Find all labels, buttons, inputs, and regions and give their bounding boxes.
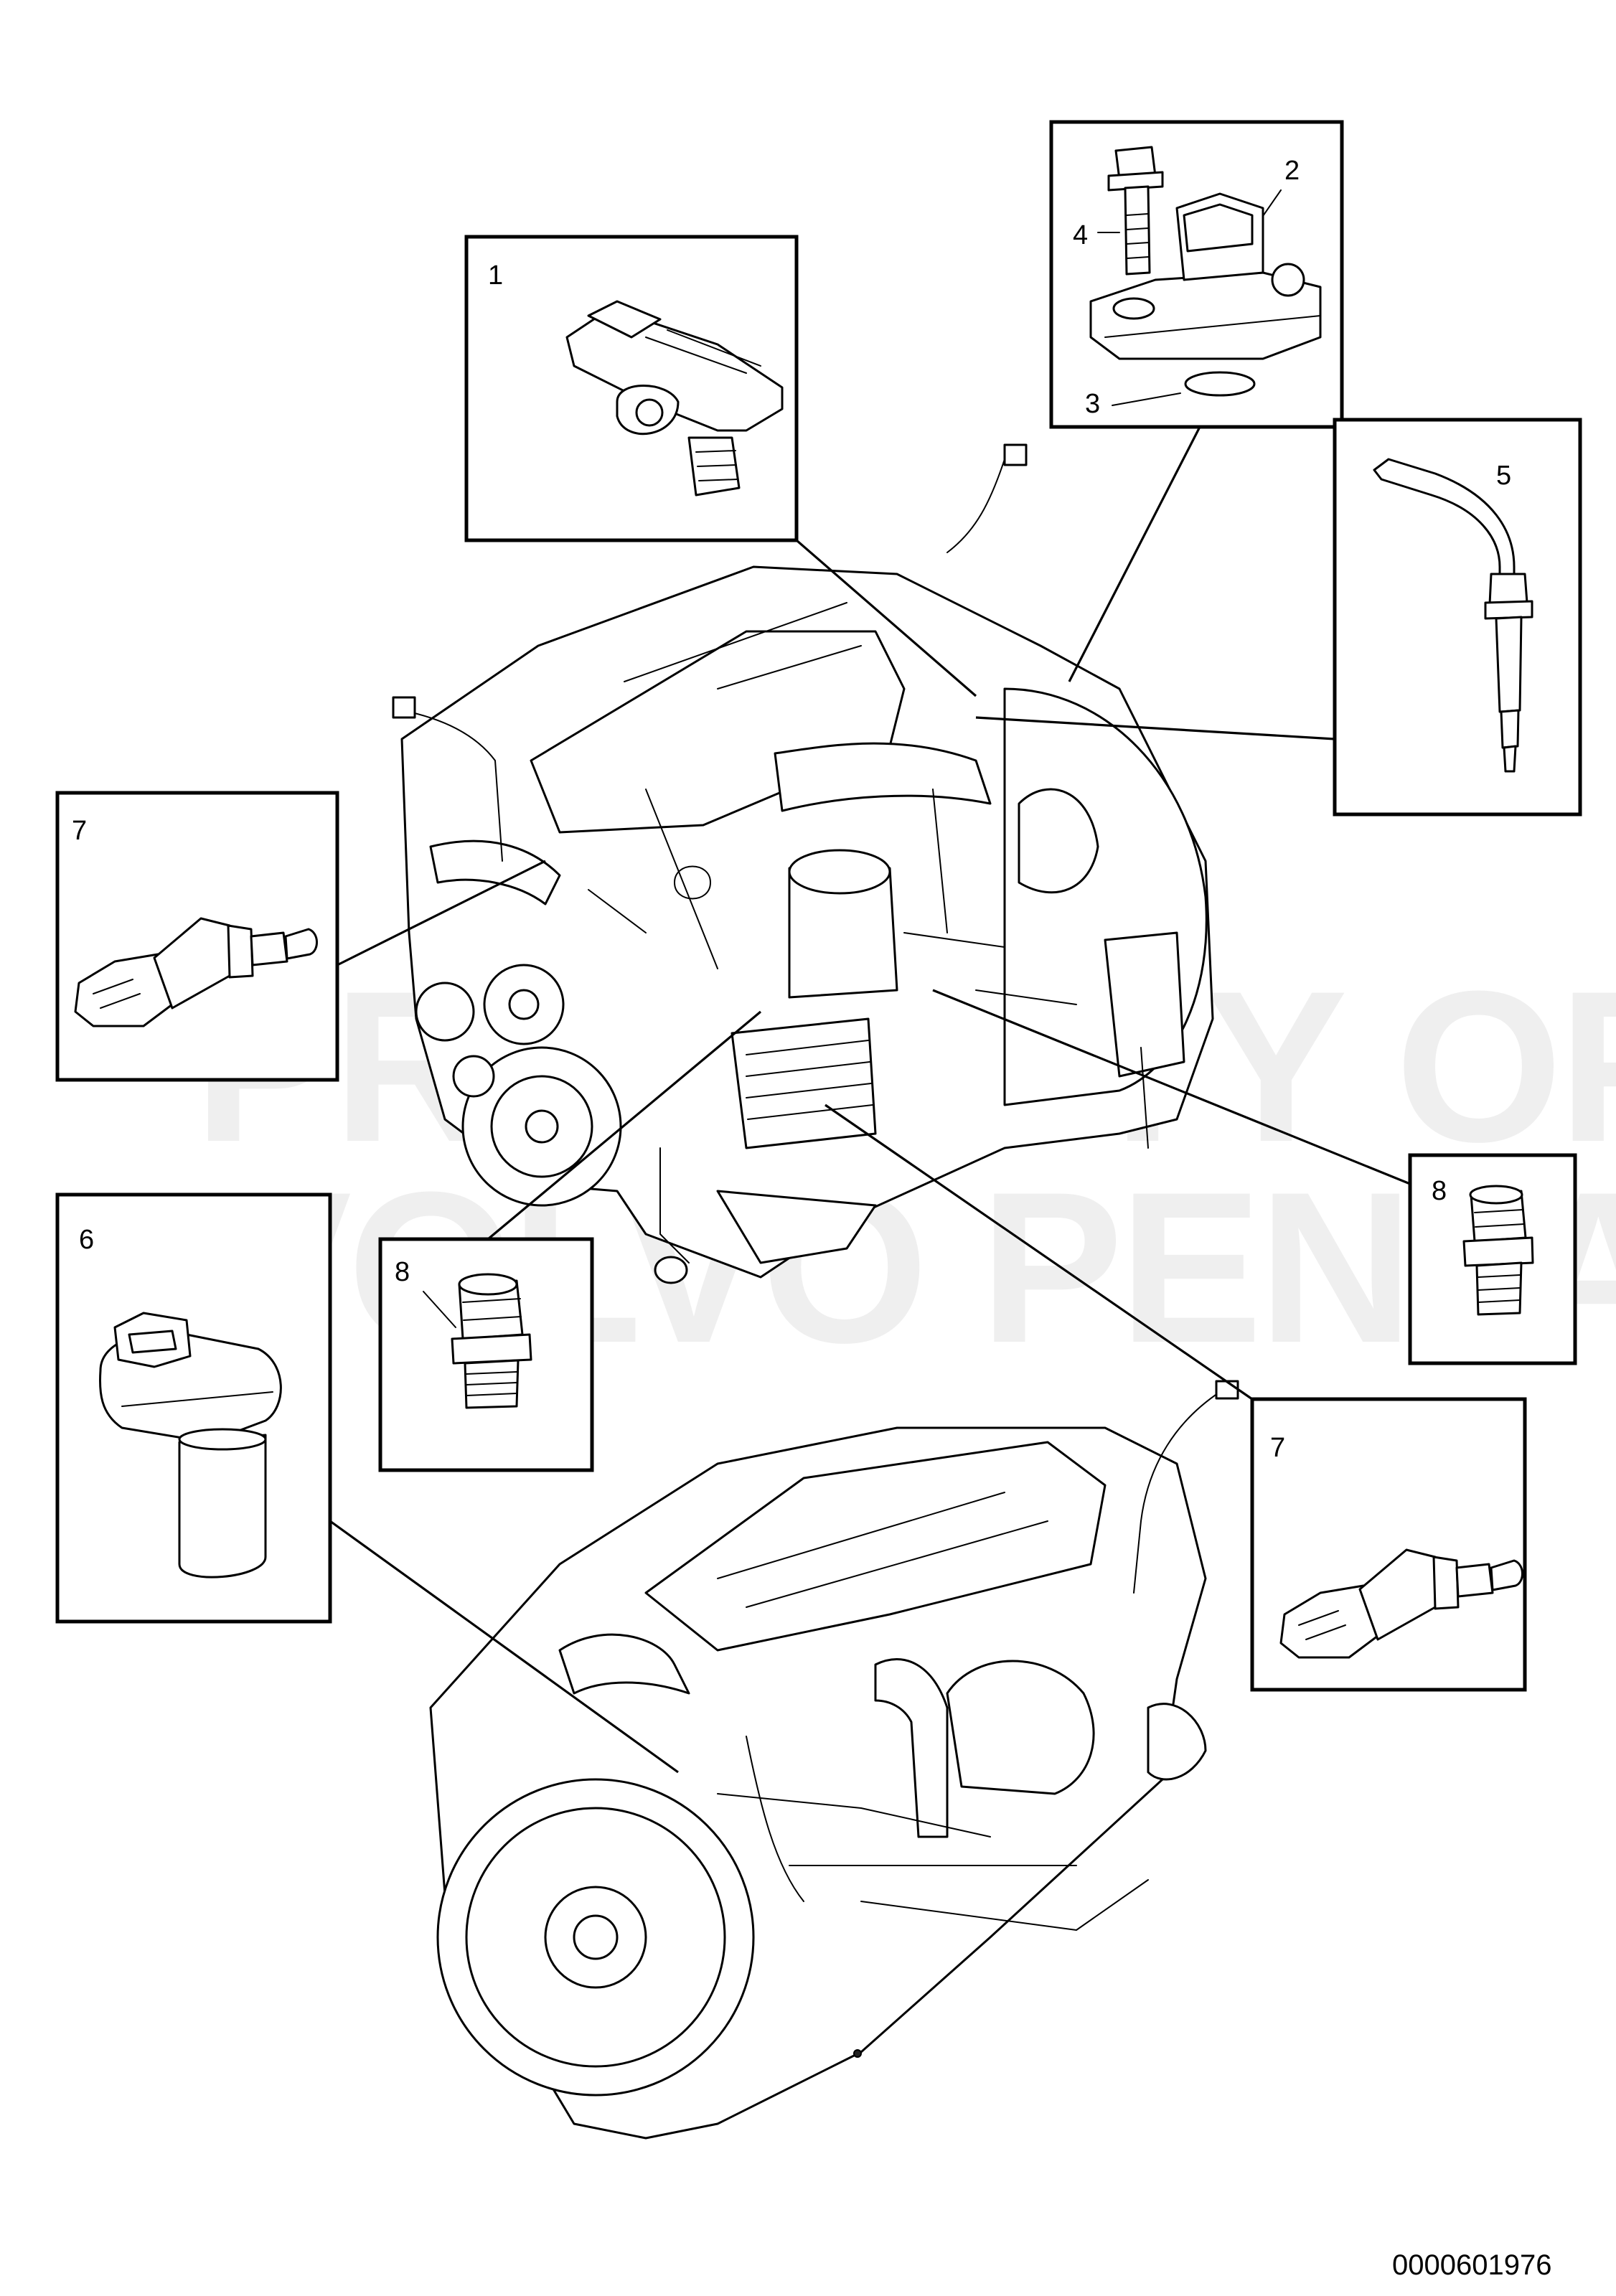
leader-line-8a — [487, 1010, 762, 1241]
detail-box-5: 5 — [1333, 418, 1582, 817]
leader-line-7a — [337, 860, 546, 966]
temperature-sensor-part-left — [74, 917, 318, 1027]
leader-lines — [329, 426, 1411, 1774]
detail-box-8-left: 8 — [378, 1237, 594, 1472]
leader-line-5 — [975, 716, 1335, 740]
leader-line-7b — [825, 1104, 1253, 1401]
leader-line-8b — [932, 989, 1411, 1185]
bolt-part — [1107, 146, 1164, 276]
sensor-housing-part — [1089, 192, 1322, 360]
temperature-probe-part — [1373, 458, 1533, 773]
detail-box-1: 1 — [464, 235, 799, 542]
detail-box-8-right: 8 — [1408, 1153, 1577, 1365]
temperature-sensor-part-right — [1279, 1548, 1523, 1659]
callout-2: 2 — [1284, 156, 1300, 186]
lower-engine-illustration — [429, 1380, 1239, 2140]
callout-6: 6 — [79, 1225, 94, 1255]
document-number: 0000601976 — [1392, 2249, 1551, 2281]
callout-7-left: 7 — [72, 816, 87, 846]
speed-sensor-part — [98, 1312, 282, 1578]
o-ring-part — [1184, 371, 1256, 397]
detail-box-7-left: 7 — [55, 791, 339, 1082]
detail-box-7-right: 7 — [1250, 1397, 1527, 1692]
leader-line-6 — [329, 1520, 679, 1774]
pressure-sensor-part — [565, 300, 784, 497]
callout-4: 4 — [1073, 220, 1088, 250]
callout-1: 1 — [488, 260, 503, 291]
upper-engine-illustration — [392, 443, 1214, 1284]
pressure-sender-part-left — [451, 1273, 532, 1409]
callout-8-left: 8 — [395, 1257, 410, 1287]
callout-5: 5 — [1496, 461, 1511, 491]
leader-line-2 — [1068, 426, 1201, 682]
detail-box-2-3-4: 2 4 3 — [1049, 120, 1344, 429]
detail-box-6: 6 — [55, 1192, 332, 1624]
pressure-sender-part-right — [1462, 1185, 1534, 1316]
leader-line-1 — [795, 539, 977, 697]
callout-8-right: 8 — [1432, 1176, 1447, 1206]
callout-3: 3 — [1085, 389, 1100, 419]
callout-7-right: 7 — [1270, 1433, 1285, 1463]
